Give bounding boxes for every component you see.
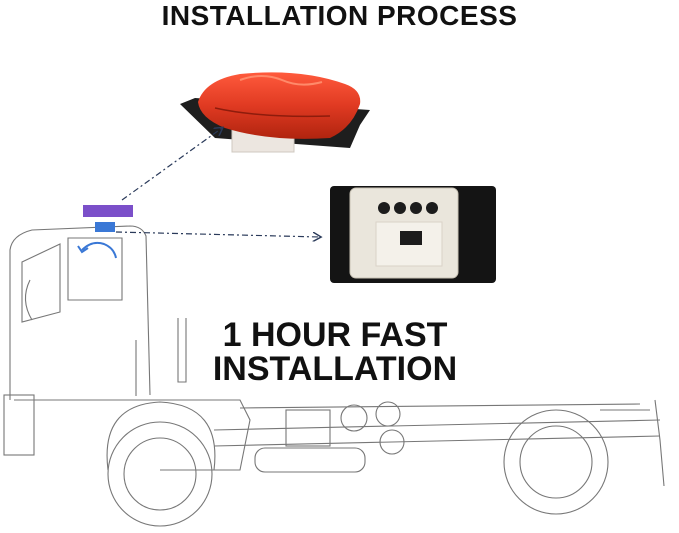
indoor-mount-position-marker — [95, 222, 115, 232]
indoor-unit-connector-arrow — [115, 231, 320, 237]
headline-line-2: INSTALLATION — [212, 350, 458, 388]
rooftop-ac-unit-image — [180, 72, 370, 153]
headline-line-1: 1 HOUR FAST — [222, 316, 448, 354]
indoor-evaporator-unit-image — [330, 186, 496, 283]
control-knob-icon — [426, 202, 438, 214]
control-knob-icon — [410, 202, 422, 214]
display-panel-icon — [400, 231, 422, 245]
truck-outline — [3, 225, 665, 527]
control-knob-icon — [378, 202, 390, 214]
roof-mount-position-marker — [83, 205, 133, 217]
airflow-arrow-icon — [81, 241, 117, 259]
roof-unit-connector-arrow — [121, 128, 222, 201]
control-knob-icon — [394, 202, 406, 214]
page-title: INSTALLATION PROCESS — [161, 0, 518, 31]
